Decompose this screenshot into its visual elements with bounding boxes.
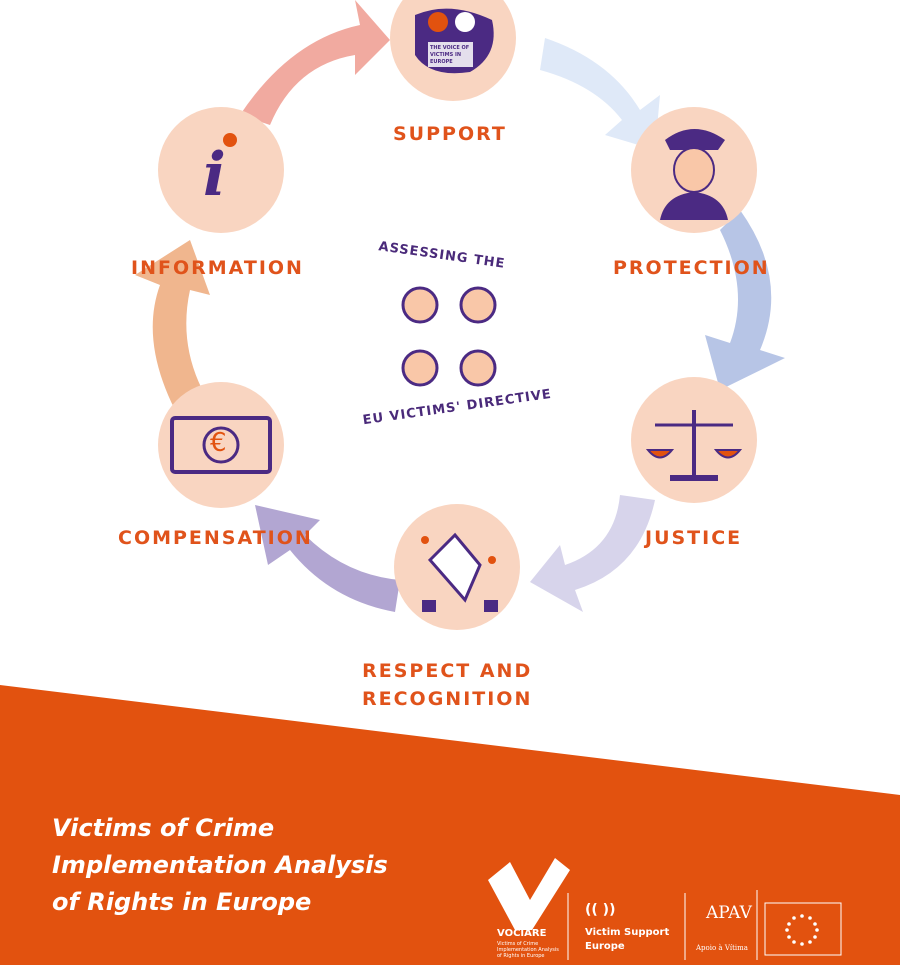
respect-circle xyxy=(394,504,520,630)
vse-name-line1: Victim Support xyxy=(585,927,670,938)
center-faces-icon xyxy=(401,286,497,387)
label-compensation: COMPENSATION xyxy=(118,527,313,549)
arrow-respect-to-compensation xyxy=(255,505,400,612)
label-information: INFORMATION xyxy=(131,257,304,279)
vociare-logo xyxy=(488,858,570,930)
label-protection: PROTECTION xyxy=(613,257,770,279)
footer-title: Victims of Crime Implementation Analysis… xyxy=(52,810,388,921)
label-respect-line1: RESPECT AND xyxy=(362,660,533,682)
footer-title-line: Victims of Crime xyxy=(52,814,275,842)
orange-footer-band xyxy=(0,685,900,965)
label-support: SUPPORT xyxy=(393,123,507,145)
compensation-circle xyxy=(158,382,284,508)
arrow-compensation-to-information xyxy=(135,240,210,410)
euro-symbol-icon: € xyxy=(210,428,227,458)
protection-circle xyxy=(631,107,757,233)
eu-stars-icon xyxy=(785,914,819,946)
apav-subtitle: Apoio à Vítima xyxy=(696,944,748,952)
info-icon: i xyxy=(203,140,226,210)
vociare-name: VOCIARE xyxy=(497,928,547,939)
vociare-subtitle: Victims of Crime Implementation Analysis… xyxy=(497,941,559,959)
support-circle xyxy=(390,0,516,101)
information-circle xyxy=(158,107,284,233)
arrow-protection-to-justice xyxy=(705,210,785,390)
support-badge-text: THE VOICE OF VICTIMS IN EUROPE xyxy=(430,45,470,65)
arrow-support-to-protection xyxy=(540,38,660,150)
label-justice: JUSTICE xyxy=(645,527,743,549)
footer-title-line: of Rights in Europe xyxy=(52,888,312,916)
arrow-justice-to-respect xyxy=(530,495,655,612)
vse-name-line2: Europe xyxy=(585,941,625,952)
vse-symbol-icon: (( )) xyxy=(585,902,616,918)
eu-flag xyxy=(764,902,842,956)
footer-title-line: Implementation Analysis xyxy=(52,851,388,879)
justice-circle xyxy=(631,377,757,503)
label-respect: RESPECT AND RECOGNITION xyxy=(362,657,532,713)
arrow-information-to-support xyxy=(240,0,390,125)
apav-name: APAV xyxy=(706,903,752,923)
label-respect-line2: RECOGNITION xyxy=(362,688,533,710)
